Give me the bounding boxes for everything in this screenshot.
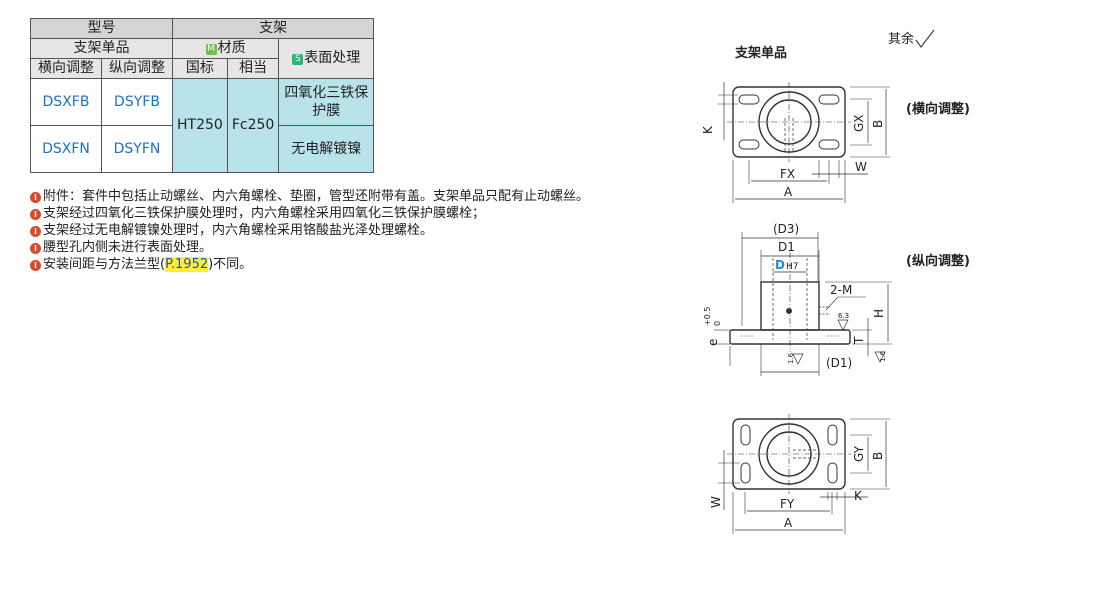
dim-d1: D1	[778, 240, 795, 254]
dim-a2: A	[784, 516, 793, 530]
roughness-1-6: 1.6	[787, 352, 795, 364]
model-horizontal-b[interactable]: DSXFB	[30, 78, 102, 126]
roughness-check-icon	[915, 29, 935, 49]
material-label: 材质	[217, 40, 246, 56]
top-view-vertical	[718, 414, 890, 534]
page-link[interactable]: P.1952	[165, 257, 209, 272]
model-horizontal-n[interactable]: DSXFN	[30, 125, 102, 173]
dim-a: A	[784, 185, 793, 199]
surface-label: 表面处理	[304, 50, 361, 66]
dim-dh7-d: D	[775, 258, 785, 272]
roughness-6-3: 6.3	[838, 312, 849, 320]
info-icon: i	[30, 243, 41, 254]
label-vertical: (纵向调整)	[906, 254, 970, 269]
roughness-1-6b: 1.6	[879, 350, 887, 362]
dim-fx: FX	[780, 167, 795, 181]
header-vertical: 纵向调整	[101, 58, 173, 79]
dim-gy: GY	[852, 445, 866, 462]
dim-w2: W	[709, 496, 723, 508]
dim-gx: GX	[852, 114, 866, 132]
surface-tag-icon: S	[292, 54, 304, 65]
top-view-horizontal	[718, 82, 890, 203]
info-icon: i	[30, 192, 41, 203]
dim-e: e	[706, 339, 720, 346]
info-icon: i	[30, 209, 41, 220]
surface-value-2: 无电解镀镍	[278, 125, 375, 173]
material-equiv-value: Fc250	[226, 78, 280, 173]
dim-dh7-h7: H7	[786, 262, 799, 272]
dim-w: W	[855, 160, 867, 174]
dim-2m: 2-M	[830, 283, 852, 297]
dim-k: K	[701, 125, 715, 134]
model-vertical-b[interactable]: DSYFB	[101, 78, 173, 126]
drawing-title: 支架单品	[735, 46, 788, 61]
side-view	[714, 232, 892, 376]
dim-h: H	[872, 309, 886, 318]
header-model: 型号	[30, 18, 173, 39]
info-icon: i	[30, 260, 41, 271]
header-bracket: 支架	[171, 18, 375, 39]
header-equiv: 相当	[226, 58, 280, 79]
dim-tol-plus: +0.5	[703, 307, 712, 326]
label-horizontal: (横向调整)	[906, 102, 970, 117]
dim-b: B	[871, 120, 885, 128]
info-icon: i	[30, 226, 41, 237]
model-vertical-n[interactable]: DSYFN	[101, 125, 173, 173]
dim-b2: B	[871, 452, 885, 460]
dim-tol-zero: 0	[713, 321, 722, 326]
dim-d3: (D3)	[773, 222, 799, 236]
dim-d1b: (D1)	[826, 356, 852, 370]
dim-fy: FY	[780, 497, 795, 511]
roughness-note: 其余	[888, 28, 936, 49]
material-tag-icon: M	[205, 44, 217, 55]
header-single: 支架单品	[30, 38, 173, 59]
dim-k2: K	[854, 489, 863, 503]
material-gb-value: HT250	[172, 78, 228, 173]
dim-t: T	[852, 336, 866, 345]
